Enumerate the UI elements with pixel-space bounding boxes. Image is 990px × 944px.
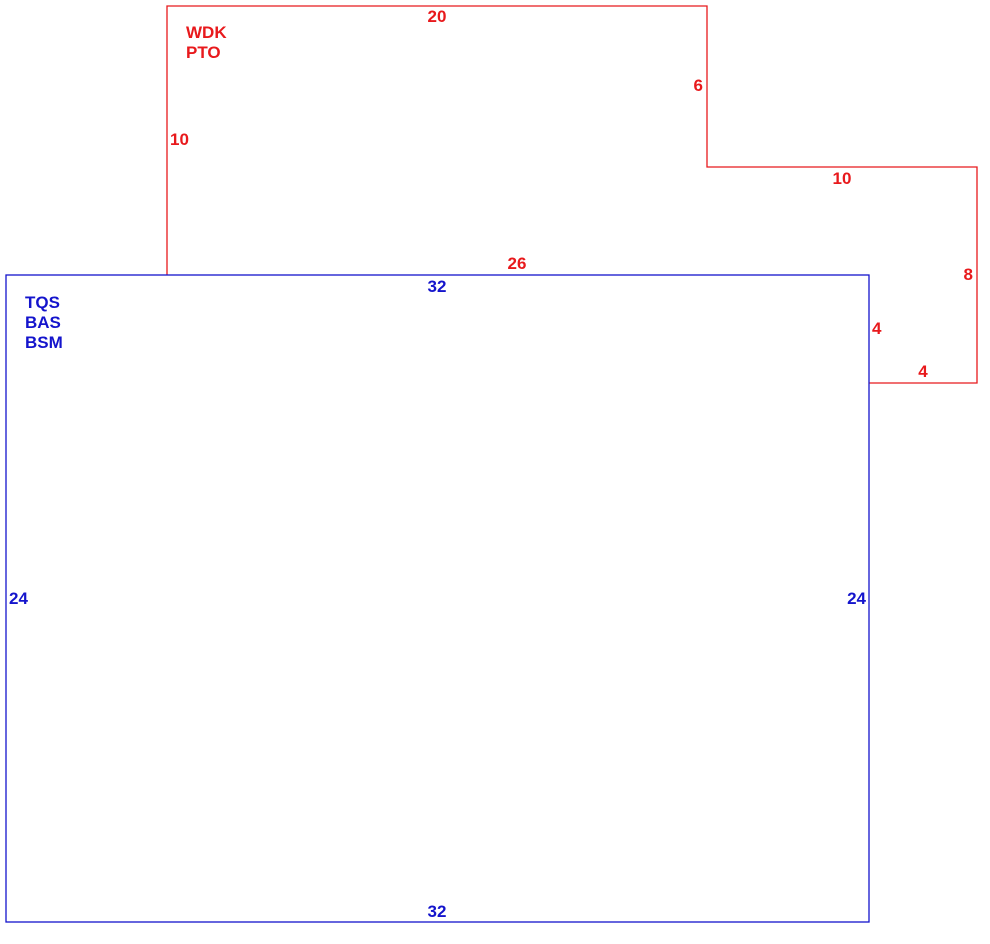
- main-area-code-3: BSM: [25, 333, 63, 352]
- upper-dim-top: 20: [428, 7, 447, 26]
- upper-dim-notch-vertical: 6: [694, 76, 703, 95]
- upper-dim-right: 8: [964, 265, 973, 284]
- upper-dim-right-upper: 4: [872, 319, 882, 338]
- main-dim-bottom: 32: [428, 902, 447, 921]
- main-area-code-1: TQS: [25, 293, 60, 312]
- main-dim-top: 32: [428, 277, 447, 296]
- upper-dim-notch-horizontal: 10: [833, 169, 852, 188]
- main-dim-right: 24: [847, 589, 866, 608]
- main-area-code-2: BAS: [25, 313, 61, 332]
- upper-area-code-1: WDK: [186, 23, 227, 42]
- main-area-outline: [5, 274, 870, 923]
- upper-area-outline: [166, 5, 978, 384]
- upper-area-code-2: PTO: [186, 43, 221, 62]
- upper-dim-bottom-right: 4: [918, 362, 928, 381]
- main-dim-left: 24: [9, 589, 28, 608]
- upper-dim-left: 10: [170, 130, 189, 149]
- upper-dim-bottom: 26: [508, 254, 527, 273]
